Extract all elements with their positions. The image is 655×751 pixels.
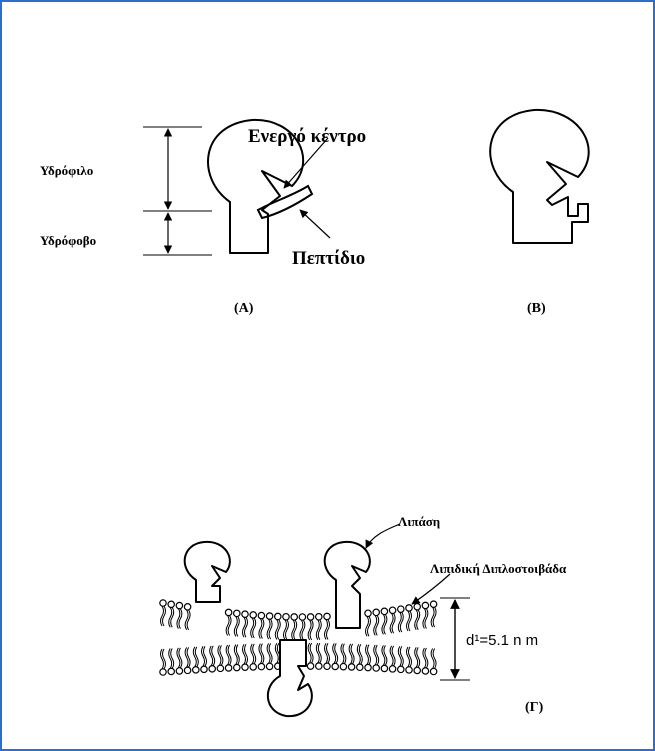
lipid-head <box>324 613 330 619</box>
lipid-head <box>176 668 182 674</box>
lipid-head <box>414 604 420 610</box>
lipid-head <box>357 664 363 670</box>
lipid-head <box>430 601 436 607</box>
lipid-head <box>307 614 313 620</box>
lipid-head <box>209 666 215 672</box>
lipid-head <box>422 668 428 674</box>
lipid-head <box>381 608 387 614</box>
lipid-head <box>201 666 207 672</box>
lipid-head <box>389 666 395 672</box>
peptide-pointer <box>300 210 330 238</box>
lipid-head <box>160 669 166 675</box>
lipid-head <box>193 667 199 673</box>
lipid-head <box>275 613 281 619</box>
lipid-head <box>332 663 338 669</box>
lipid-head <box>406 605 412 611</box>
lipid-head <box>365 610 371 616</box>
panel-b <box>490 110 588 243</box>
lipid-head <box>184 604 190 610</box>
lipid-head <box>365 664 371 670</box>
lipid-head <box>258 612 264 618</box>
lipid-head <box>324 663 330 669</box>
thickness-label: d¹=5.1 n m <box>466 632 538 649</box>
lipid-head <box>316 663 322 669</box>
lipase-middle <box>325 542 370 628</box>
hydrophilic-label: Υδρόφιλο <box>40 163 93 178</box>
lipid-head <box>291 614 297 620</box>
lipid-head <box>373 665 379 671</box>
lipid-head <box>316 614 322 620</box>
lipid-head <box>373 609 379 615</box>
lipid-head <box>258 663 264 669</box>
lipid-head <box>348 664 354 670</box>
enzyme-outline-b <box>490 110 588 243</box>
lipid-head <box>234 664 240 670</box>
lipid-head <box>217 665 223 671</box>
lipid-head <box>340 663 346 669</box>
lipid-head <box>250 664 256 670</box>
lipid-head <box>160 600 166 606</box>
lipid-head <box>398 606 404 612</box>
lipid-head <box>225 609 231 615</box>
lipase-label: Λιπάση <box>398 514 440 529</box>
lipid-head <box>234 610 240 616</box>
peptide-label: Πεπτίδιο <box>292 248 365 269</box>
lipid-head <box>389 607 395 613</box>
lipid-head <box>307 663 313 669</box>
panel-c <box>160 524 470 716</box>
lipid-head <box>406 667 412 673</box>
lipid-head <box>266 663 272 669</box>
panel-b-label: (B) <box>527 301 546 316</box>
active-center-label: Ενεργό κέντρο <box>248 126 366 147</box>
lipid-head <box>266 613 272 619</box>
lipid-bilayer-label: Λιπιδική Διπλοστοιβάδα <box>430 561 567 576</box>
lipid-head <box>299 614 305 620</box>
bilayer-pointer <box>412 574 450 604</box>
lipid-head <box>242 611 248 617</box>
lipase-pointer <box>366 524 400 548</box>
panel-c-label: (Γ) <box>525 700 544 715</box>
lipid-head <box>250 612 256 618</box>
lipid-head <box>422 602 428 608</box>
panel-a-label: (A) <box>234 301 254 316</box>
lipid-head <box>168 668 174 674</box>
lipid-head <box>414 667 420 673</box>
hydrophobic-label: Υδρόφοβο <box>40 233 96 248</box>
lipid-head <box>176 602 182 608</box>
lipid-head <box>381 665 387 671</box>
lipid-head <box>242 664 248 670</box>
lipid-head <box>184 667 190 673</box>
lipid-head <box>168 601 174 607</box>
lipid-head <box>225 665 231 671</box>
lipid-head <box>398 666 404 672</box>
lipid-head <box>283 614 289 620</box>
lipase-bottom <box>268 640 312 716</box>
lipid-head <box>430 668 436 674</box>
lipase-left <box>185 542 230 602</box>
